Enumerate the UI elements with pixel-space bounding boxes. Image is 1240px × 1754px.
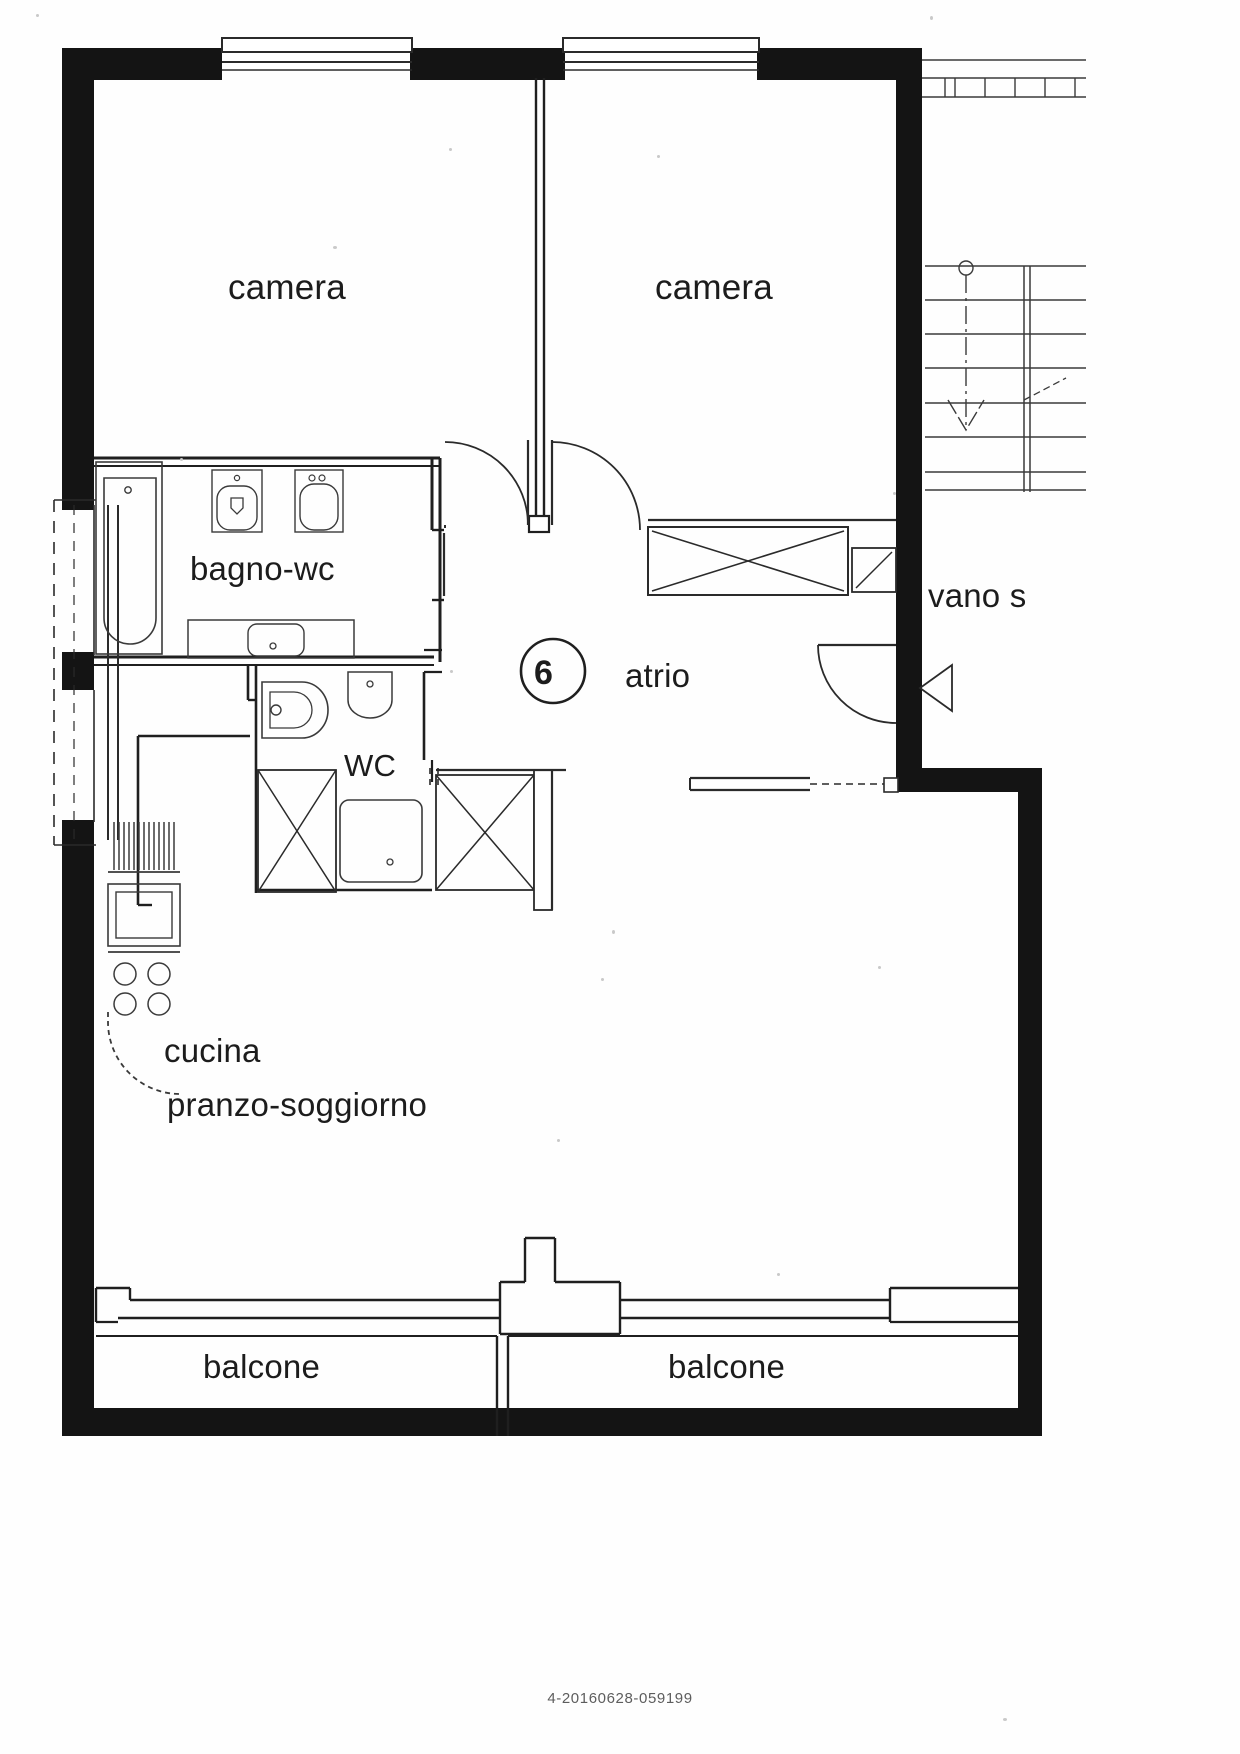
document-footer-code: 4-20160628-059199 xyxy=(547,1690,693,1707)
scan-speck xyxy=(601,978,604,981)
room-label-balcone-2: balcone xyxy=(668,1348,785,1385)
staircase xyxy=(922,59,1086,492)
room-label-cucina: cucina xyxy=(164,1032,261,1069)
wc-fixtures xyxy=(261,671,423,883)
kitchen-fixtures xyxy=(107,822,181,1095)
room-label-bagno-wc: bagno-wc xyxy=(190,550,335,587)
structural-walls xyxy=(62,48,1042,1436)
scan-speck xyxy=(557,1139,560,1142)
scan-speck xyxy=(449,148,452,151)
balcony-structure xyxy=(94,1236,1018,1436)
unit-number-label: 6 xyxy=(534,654,554,692)
scan-speck xyxy=(1003,1718,1007,1721)
scan-speck xyxy=(878,966,881,969)
room-label-vano-scala: vano s xyxy=(928,577,1027,614)
room-label-camera-1: camera xyxy=(228,268,346,307)
room-label-camera-2: camera xyxy=(655,268,773,307)
room-label-balcone-1: balcone xyxy=(203,1348,320,1385)
room-label-atrio: atrio xyxy=(625,657,691,694)
scan-speck xyxy=(180,458,183,461)
scan-speck xyxy=(930,16,933,20)
room-label-wc: WC xyxy=(344,748,397,783)
room-label-pranzo-soggiorno: pranzo-soggiorno xyxy=(167,1086,428,1123)
wardrobe-closets xyxy=(257,518,897,911)
bagno-wc-fixtures xyxy=(95,461,355,659)
windows xyxy=(53,37,760,846)
living-room-details xyxy=(689,776,899,793)
scan-speck xyxy=(450,670,453,673)
doors xyxy=(429,440,953,790)
unit-number-circle xyxy=(519,637,587,705)
scan-speck xyxy=(893,492,896,495)
scan-speck xyxy=(333,246,337,249)
scan-speck xyxy=(777,1273,780,1276)
scan-speck xyxy=(36,14,39,17)
interior-partitions xyxy=(94,78,551,907)
scan-speck xyxy=(657,155,660,158)
scan-speck xyxy=(612,930,615,934)
